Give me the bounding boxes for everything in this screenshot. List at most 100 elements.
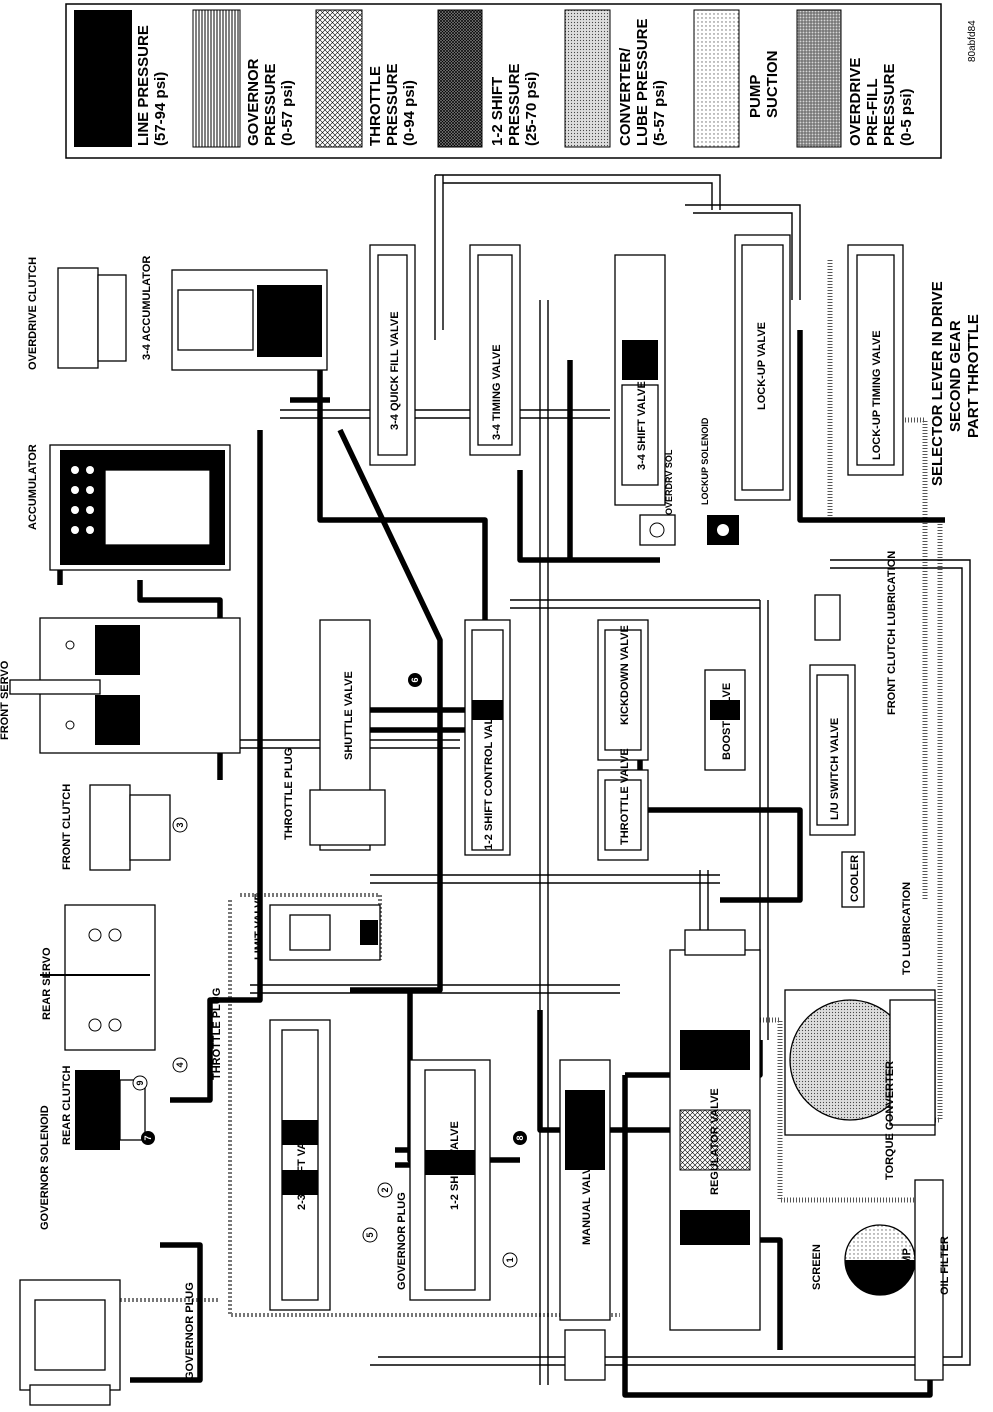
accumulator-34: 3-4 ACCUMULATOR — [141, 256, 328, 371]
oil-filter-label: OIL FILTER — [939, 1236, 951, 1295]
legend-item-12-shift-pressure: 1-2 SHIFTPRESSURE(25-70 psi) — [437, 9, 540, 148]
legend-item-governor-pressure: GOVERNORPRESSURE(0-57 psi) — [192, 9, 296, 148]
torque-converter-label: TORQUE CONVERTER — [884, 1061, 896, 1180]
check-ball-9: 9 — [132, 1075, 148, 1091]
overdrive-clutch: OVERDRIVE CLUTCH — [27, 257, 127, 370]
title-line-1: SELECTOR LEVER IN DRIVE — [929, 281, 946, 486]
svg-text:2: 2 — [380, 1187, 390, 1192]
torque-converter: TORQUE CONVERTER — [784, 989, 936, 1180]
legend-swatch-overdrive-prefill — [796, 9, 842, 148]
throttle-plug-shuttle-label: THROTTLE PLUG — [283, 748, 295, 840]
boost-valve-label: BOOST VALVE — [721, 683, 733, 760]
valve-34-quick-fill: 3-4 QUICK FILL VALVE — [369, 244, 416, 466]
throttle-plug-left-label: THROTTLE PLUG — [211, 988, 223, 1080]
title-line-3: PART THROTTLE — [965, 314, 982, 438]
legend-item-pump-suction: PUMPSUCTION — [693, 9, 781, 148]
valve-23-shift-label: 2-3 SHIFT VALVE — [296, 1121, 308, 1210]
svg-text:1: 1 — [505, 1257, 515, 1262]
title-line-2: SECOND GEAR — [947, 320, 964, 432]
legend-label-line-pressure: LINE PRESSURE(57-94 psi) — [135, 25, 169, 146]
cooler: COOLER — [841, 851, 865, 908]
svg-text:7: 7 — [143, 1135, 153, 1140]
legend-swatch-pump-suction — [693, 9, 740, 148]
legend-swatch-line-pressure — [74, 10, 132, 147]
governor-solenoid: GOVERNOR SOLENOID — [19, 1105, 121, 1406]
kickdown-valve-label: KICKDOWN VALVE — [619, 625, 631, 725]
legend-label-governor-pressure: GOVERNORPRESSURE(0-57 psi) — [245, 58, 296, 146]
lockup-solenoid-label: LOCKUP SOLENOID — [700, 417, 710, 505]
front-clutch-lubrication: FRONT CLUTCH LUBRICATION — [814, 551, 898, 715]
valve-23-shift: 2-3 SHIFT VALVE — [269, 1019, 331, 1311]
legend-label-overdrive-prefill: OVERDRIVEPRE-FILLPRESSURE(0-5 psi) — [847, 58, 915, 146]
regulator-valve-label: REGULATOR VALVE — [709, 1088, 721, 1195]
legend-swatch-converter-lube-pressure — [564, 9, 611, 148]
legend-label-12-shift-pressure: 1-2 SHIFTPRESSURE(25-70 psi) — [489, 63, 540, 146]
lockup-timing-valve-label: LOCK-UP TIMING VALVE — [871, 330, 883, 460]
manual-valve: MANUAL VALVE — [559, 1059, 611, 1381]
svg-text:5: 5 — [365, 1232, 375, 1237]
check-ball-7: 7 — [141, 1131, 155, 1145]
legend-swatch-governor-pressure — [192, 9, 241, 148]
shuttle-valve: SHUTTLE VALVE — [309, 619, 386, 851]
governor-solenoid-label: GOVERNOR SOLENOID — [39, 1105, 51, 1230]
svg-text:9: 9 — [135, 1080, 145, 1085]
lockup-valve: LOCK-UP VALVE — [734, 234, 791, 501]
valve-34-shift: 3-4 SHIFT VALVE — [614, 254, 666, 506]
valve-34-quick-fill-label: 3-4 QUICK FILL VALVE — [389, 311, 401, 430]
overdrive-solenoid: OVERDRV SOL — [639, 449, 676, 546]
check-ball-4: 4 — [172, 1057, 188, 1073]
check-ball-5: 5 — [362, 1227, 378, 1243]
shuttle-valve-label: SHUTTLE VALVE — [343, 671, 355, 760]
regulator-valve: REGULATOR VALVE — [669, 929, 761, 1331]
valve-12-shift-label: 1-2 SHIFT VALVE — [449, 1121, 461, 1210]
manual-valve-label: MANUAL VALVE — [581, 1159, 593, 1245]
legend-label-throttle-pressure: THROTTLEPRESSURE(0-94 psi) — [367, 63, 418, 146]
accumulator: ACCUMULATOR — [27, 444, 231, 571]
lu-switch-valve-label: L/U SWITCH VALVE — [829, 718, 841, 820]
valve-34-timing-label: 3-4 TIMING VALVE — [491, 344, 503, 440]
front-servo: FRONT SERVO — [0, 617, 241, 754]
governor-plug-mid-label: GOVERNOR PLUG — [396, 1192, 408, 1290]
cooler-label: COOLER — [849, 855, 861, 902]
legend-item-throttle-pressure: THROTTLEPRESSURE(0-94 psi) — [315, 9, 418, 148]
governor-plug-left-label: GOVERNOR PLUG — [184, 1282, 196, 1380]
svg-text:8: 8 — [515, 1135, 525, 1140]
svg-text:4: 4 — [175, 1062, 185, 1067]
check-ball-8: 8 — [513, 1131, 527, 1145]
front-servo-label: FRONT SERVO — [0, 660, 11, 740]
legend-item-line-pressure: LINE PRESSURE(57-94 psi) — [74, 10, 169, 147]
limit-valve: LIMIT VALVE — [253, 893, 381, 961]
kickdown-valve: KICKDOWN VALVE — [597, 619, 649, 761]
legend-swatch-12-shift-pressure — [437, 9, 483, 148]
to-lubrication-label: TO LUBRICATION — [901, 882, 913, 975]
lockup-solenoid: LOCKUP SOLENOID — [700, 417, 739, 545]
front-clutch: FRONT CLUTCH — [61, 784, 171, 871]
throttle-valve: THROTTLE VALVE — [597, 748, 649, 861]
screen-label: SCREEN — [811, 1244, 823, 1290]
valve-34-timing: 3-4 TIMING VALVE — [469, 244, 521, 456]
rear-servo: REAR SERVO — [40, 904, 156, 1051]
check-ball-3: 3 — [172, 817, 188, 833]
rear-clutch: REAR CLUTCH — [61, 1066, 146, 1150]
limit-valve-label: LIMIT VALVE — [253, 893, 265, 960]
check-ball-1: 1 — [502, 1252, 518, 1268]
accumulator-34-label: 3-4 ACCUMULATOR — [141, 256, 153, 360]
svg-text:OVERDRIVE CLUTCH: OVERDRIVE CLUTCH — [27, 257, 39, 370]
legend: LINE PRESSURE(57-94 psi) GOVERNORPRESSUR… — [65, 3, 942, 159]
accumulator-label: ACCUMULATOR — [27, 444, 39, 530]
valve-34-shift-label: 3-4 SHIFT VALVE — [636, 381, 648, 470]
legend-swatch-throttle-pressure — [315, 9, 363, 148]
valve-12-shift-control: 1-2 SHIFT CONTROL VALVE — [464, 619, 511, 856]
svg-text:3: 3 — [175, 822, 185, 827]
legend-item-converter-lube-pressure: CONVERTER/LUBE PRESSURE(5-57 psi) — [564, 9, 668, 148]
rear-servo-label: REAR SERVO — [41, 947, 53, 1020]
rear-clutch-label: REAR CLUTCH — [61, 1066, 73, 1145]
lu-switch-valve: L/U SWITCH VALVE — [809, 664, 856, 836]
front-clutch-label: FRONT CLUTCH — [61, 784, 73, 870]
valve-12-shift-control-label: 1-2 SHIFT CONTROL VALVE — [483, 704, 495, 850]
legend-label-pump-suction: PUMPSUCTION — [747, 51, 781, 119]
lockup-timing-valve: LOCK-UP TIMING VALVE — [847, 244, 904, 476]
check-ball-2: 2 — [377, 1182, 393, 1198]
lockup-valve-label: LOCK-UP VALVE — [756, 322, 768, 410]
pump-label: PUMP — [901, 1248, 913, 1280]
